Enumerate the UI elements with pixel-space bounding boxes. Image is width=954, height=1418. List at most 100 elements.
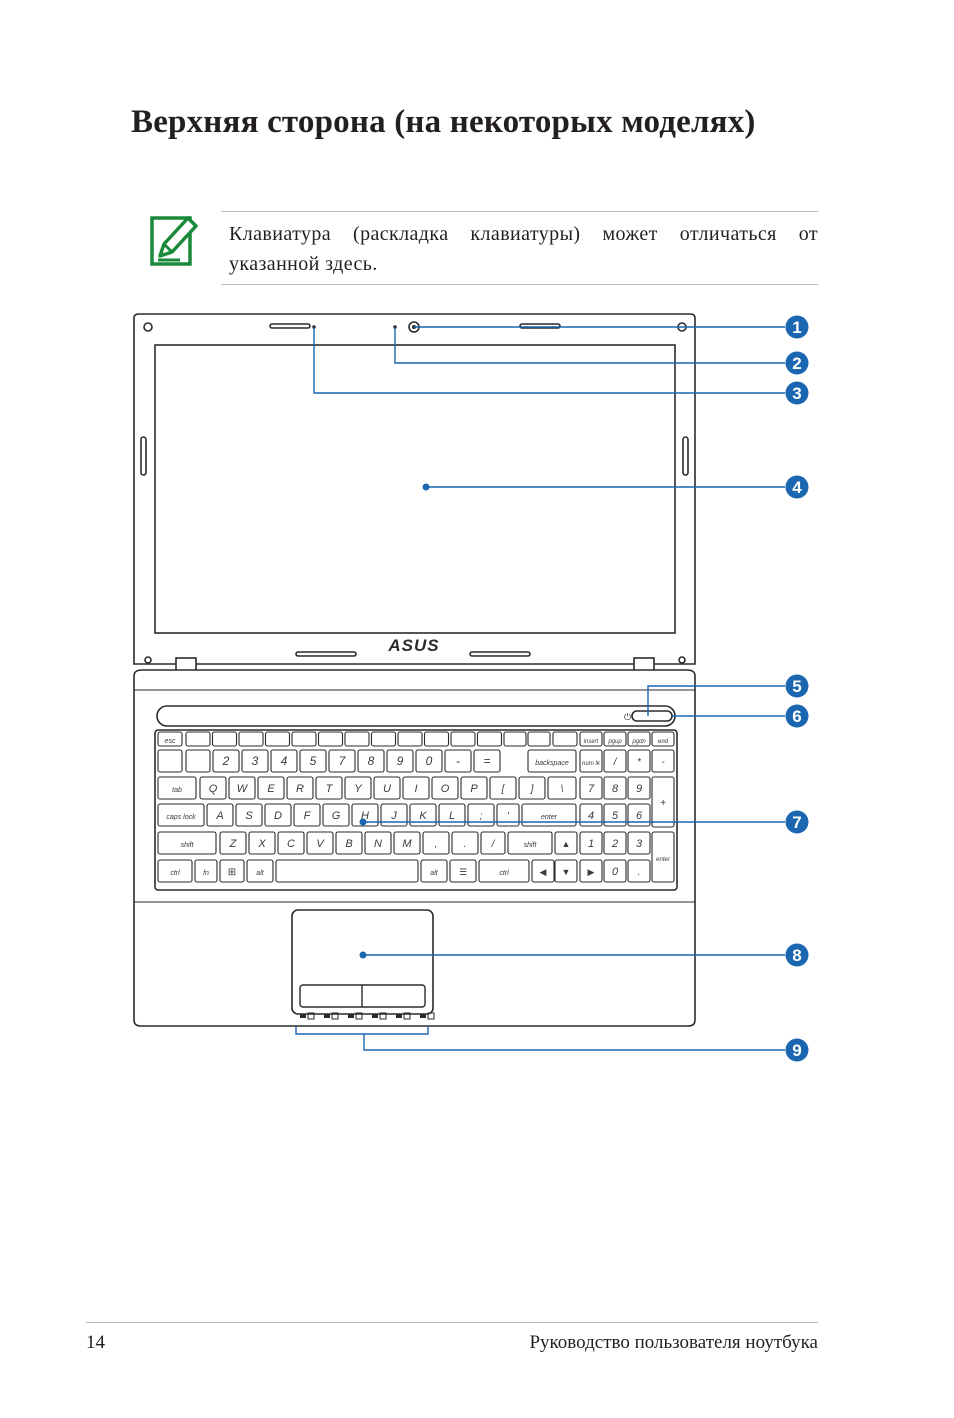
key-f9[interactable] (397, 731, 423, 747)
key-h[interactable]: H (351, 803, 379, 827)
key-q[interactable]: Q (199, 776, 227, 800)
key-alt-left[interactable]: alt (246, 859, 274, 883)
key-y[interactable]: Y (344, 776, 372, 800)
key-np0[interactable]: 0 (603, 859, 627, 883)
key-np2[interactable]: 2 (603, 831, 627, 855)
key-f12[interactable] (476, 731, 503, 747)
key-o[interactable]: O (431, 776, 459, 800)
key-prtsc[interactable] (527, 731, 551, 747)
key-f[interactable]: F (293, 803, 321, 827)
key-f3[interactable] (238, 731, 264, 747)
key-num-9[interactable]: = (473, 749, 501, 773)
key-fn[interactable]: fn (194, 859, 218, 883)
key-e[interactable]: E (257, 776, 285, 800)
key-s[interactable]: S (235, 803, 263, 827)
key-r[interactable]: R (286, 776, 314, 800)
key-num-3[interactable]: 5 (299, 749, 327, 773)
key-a[interactable]: A (206, 803, 234, 827)
touchpad[interactable] (291, 909, 434, 1015)
key-num-slash[interactable]: / (603, 749, 627, 773)
key-num-4[interactable]: 7 (328, 749, 356, 773)
key-num-del[interactable]: . (627, 859, 651, 883)
key-menu[interactable]: ☰ (449, 859, 477, 883)
key-num-minus[interactable]: - (651, 749, 675, 773)
key-capslock[interactable]: caps lock (157, 803, 205, 827)
key-num-star[interactable]: * (627, 749, 651, 773)
key-down[interactable]: ▼ (554, 859, 578, 883)
key-delete-top[interactable] (552, 731, 578, 747)
key-t[interactable]: T (315, 776, 343, 800)
key-f5[interactable] (291, 731, 317, 747)
key-num-5[interactable]: 8 (357, 749, 385, 773)
key-quote[interactable]: ' (496, 803, 520, 827)
key-f1[interactable] (185, 731, 211, 747)
key-1[interactable] (185, 749, 211, 773)
key-num-plus[interactable]: + (651, 776, 675, 828)
key-np8[interactable]: 8 (603, 776, 627, 800)
key-shift-left[interactable]: shift (157, 831, 217, 855)
key-l[interactable]: L (438, 803, 466, 827)
key-m[interactable]: M (393, 831, 421, 855)
key-tab[interactable]: tab (157, 776, 197, 800)
key-f10[interactable] (423, 731, 450, 747)
key-c[interactable]: C (277, 831, 305, 855)
key-f4[interactable] (264, 731, 291, 747)
key-pause[interactable] (503, 731, 527, 747)
key-left[interactable]: ◀ (531, 859, 555, 883)
key-num-7[interactable]: 0 (415, 749, 443, 773)
key-numlock[interactable]: num lk (579, 749, 603, 773)
key-np7[interactable]: 7 (579, 776, 603, 800)
key-alt-right[interactable]: alt (420, 859, 448, 883)
key-f6[interactable] (317, 731, 344, 747)
key-end[interactable]: end (651, 731, 675, 747)
key-num-2[interactable]: 4 (270, 749, 298, 773)
key-pgdn[interactable]: pgdn (627, 731, 651, 747)
key-g[interactable]: G (322, 803, 350, 827)
key-windows[interactable]: ⊞ (219, 859, 245, 883)
key-f7[interactable] (344, 731, 370, 747)
key-np1[interactable]: 1 (579, 831, 603, 855)
key-esc[interactable]: esc (157, 731, 183, 747)
key-num-6[interactable]: 9 (386, 749, 414, 773)
key-enter[interactable]: enter (521, 803, 577, 827)
key-x[interactable]: X (248, 831, 276, 855)
key-backtick[interactable] (157, 749, 183, 773)
key-backslash[interactable]: \ (547, 776, 577, 800)
key-np3[interactable]: 3 (627, 831, 651, 855)
key-num-1[interactable]: 3 (241, 749, 269, 773)
key-up[interactable]: ▲ (554, 831, 578, 855)
key-p[interactable]: P (460, 776, 488, 800)
key-backspace[interactable]: backspace (527, 749, 577, 773)
key-comma[interactable]: , (422, 831, 450, 855)
key-b[interactable]: B (335, 831, 363, 855)
key-right[interactable]: ▶ (579, 859, 603, 883)
key-num-8[interactable]: - (444, 749, 472, 773)
key-shift-right[interactable]: shift (507, 831, 553, 855)
key-period[interactable]: . (451, 831, 479, 855)
key-f11[interactable] (450, 731, 476, 747)
key-d[interactable]: D (264, 803, 292, 827)
key-j[interactable]: J (380, 803, 408, 827)
key-insert[interactable]: insert (579, 731, 603, 747)
key-f8[interactable] (370, 731, 397, 747)
key-np9[interactable]: 9 (627, 776, 651, 800)
key-slash[interactable]: / (480, 831, 506, 855)
key-np6[interactable]: 6 (627, 803, 651, 827)
key-f2[interactable] (211, 731, 238, 747)
key-n[interactable]: N (364, 831, 392, 855)
key-u[interactable]: U (373, 776, 401, 800)
key-num-enter[interactable]: enter (651, 831, 675, 883)
key-space[interactable] (275, 859, 419, 883)
key-ctrl-left[interactable]: ctrl (157, 859, 193, 883)
key-k[interactable]: K (409, 803, 437, 827)
key-rbracket[interactable]: ] (518, 776, 546, 800)
key-np4[interactable]: 4 (579, 803, 603, 827)
key-num-0[interactable]: 2 (212, 749, 240, 773)
key-semicolon[interactable]: ; (467, 803, 495, 827)
key-pgup[interactable]: pgup (603, 731, 627, 747)
key-ctrl-right[interactable]: ctrl (478, 859, 530, 883)
key-w[interactable]: W (228, 776, 256, 800)
key-v[interactable]: V (306, 831, 334, 855)
key-lbracket[interactable]: [ (489, 776, 517, 800)
key-np5[interactable]: 5 (603, 803, 627, 827)
